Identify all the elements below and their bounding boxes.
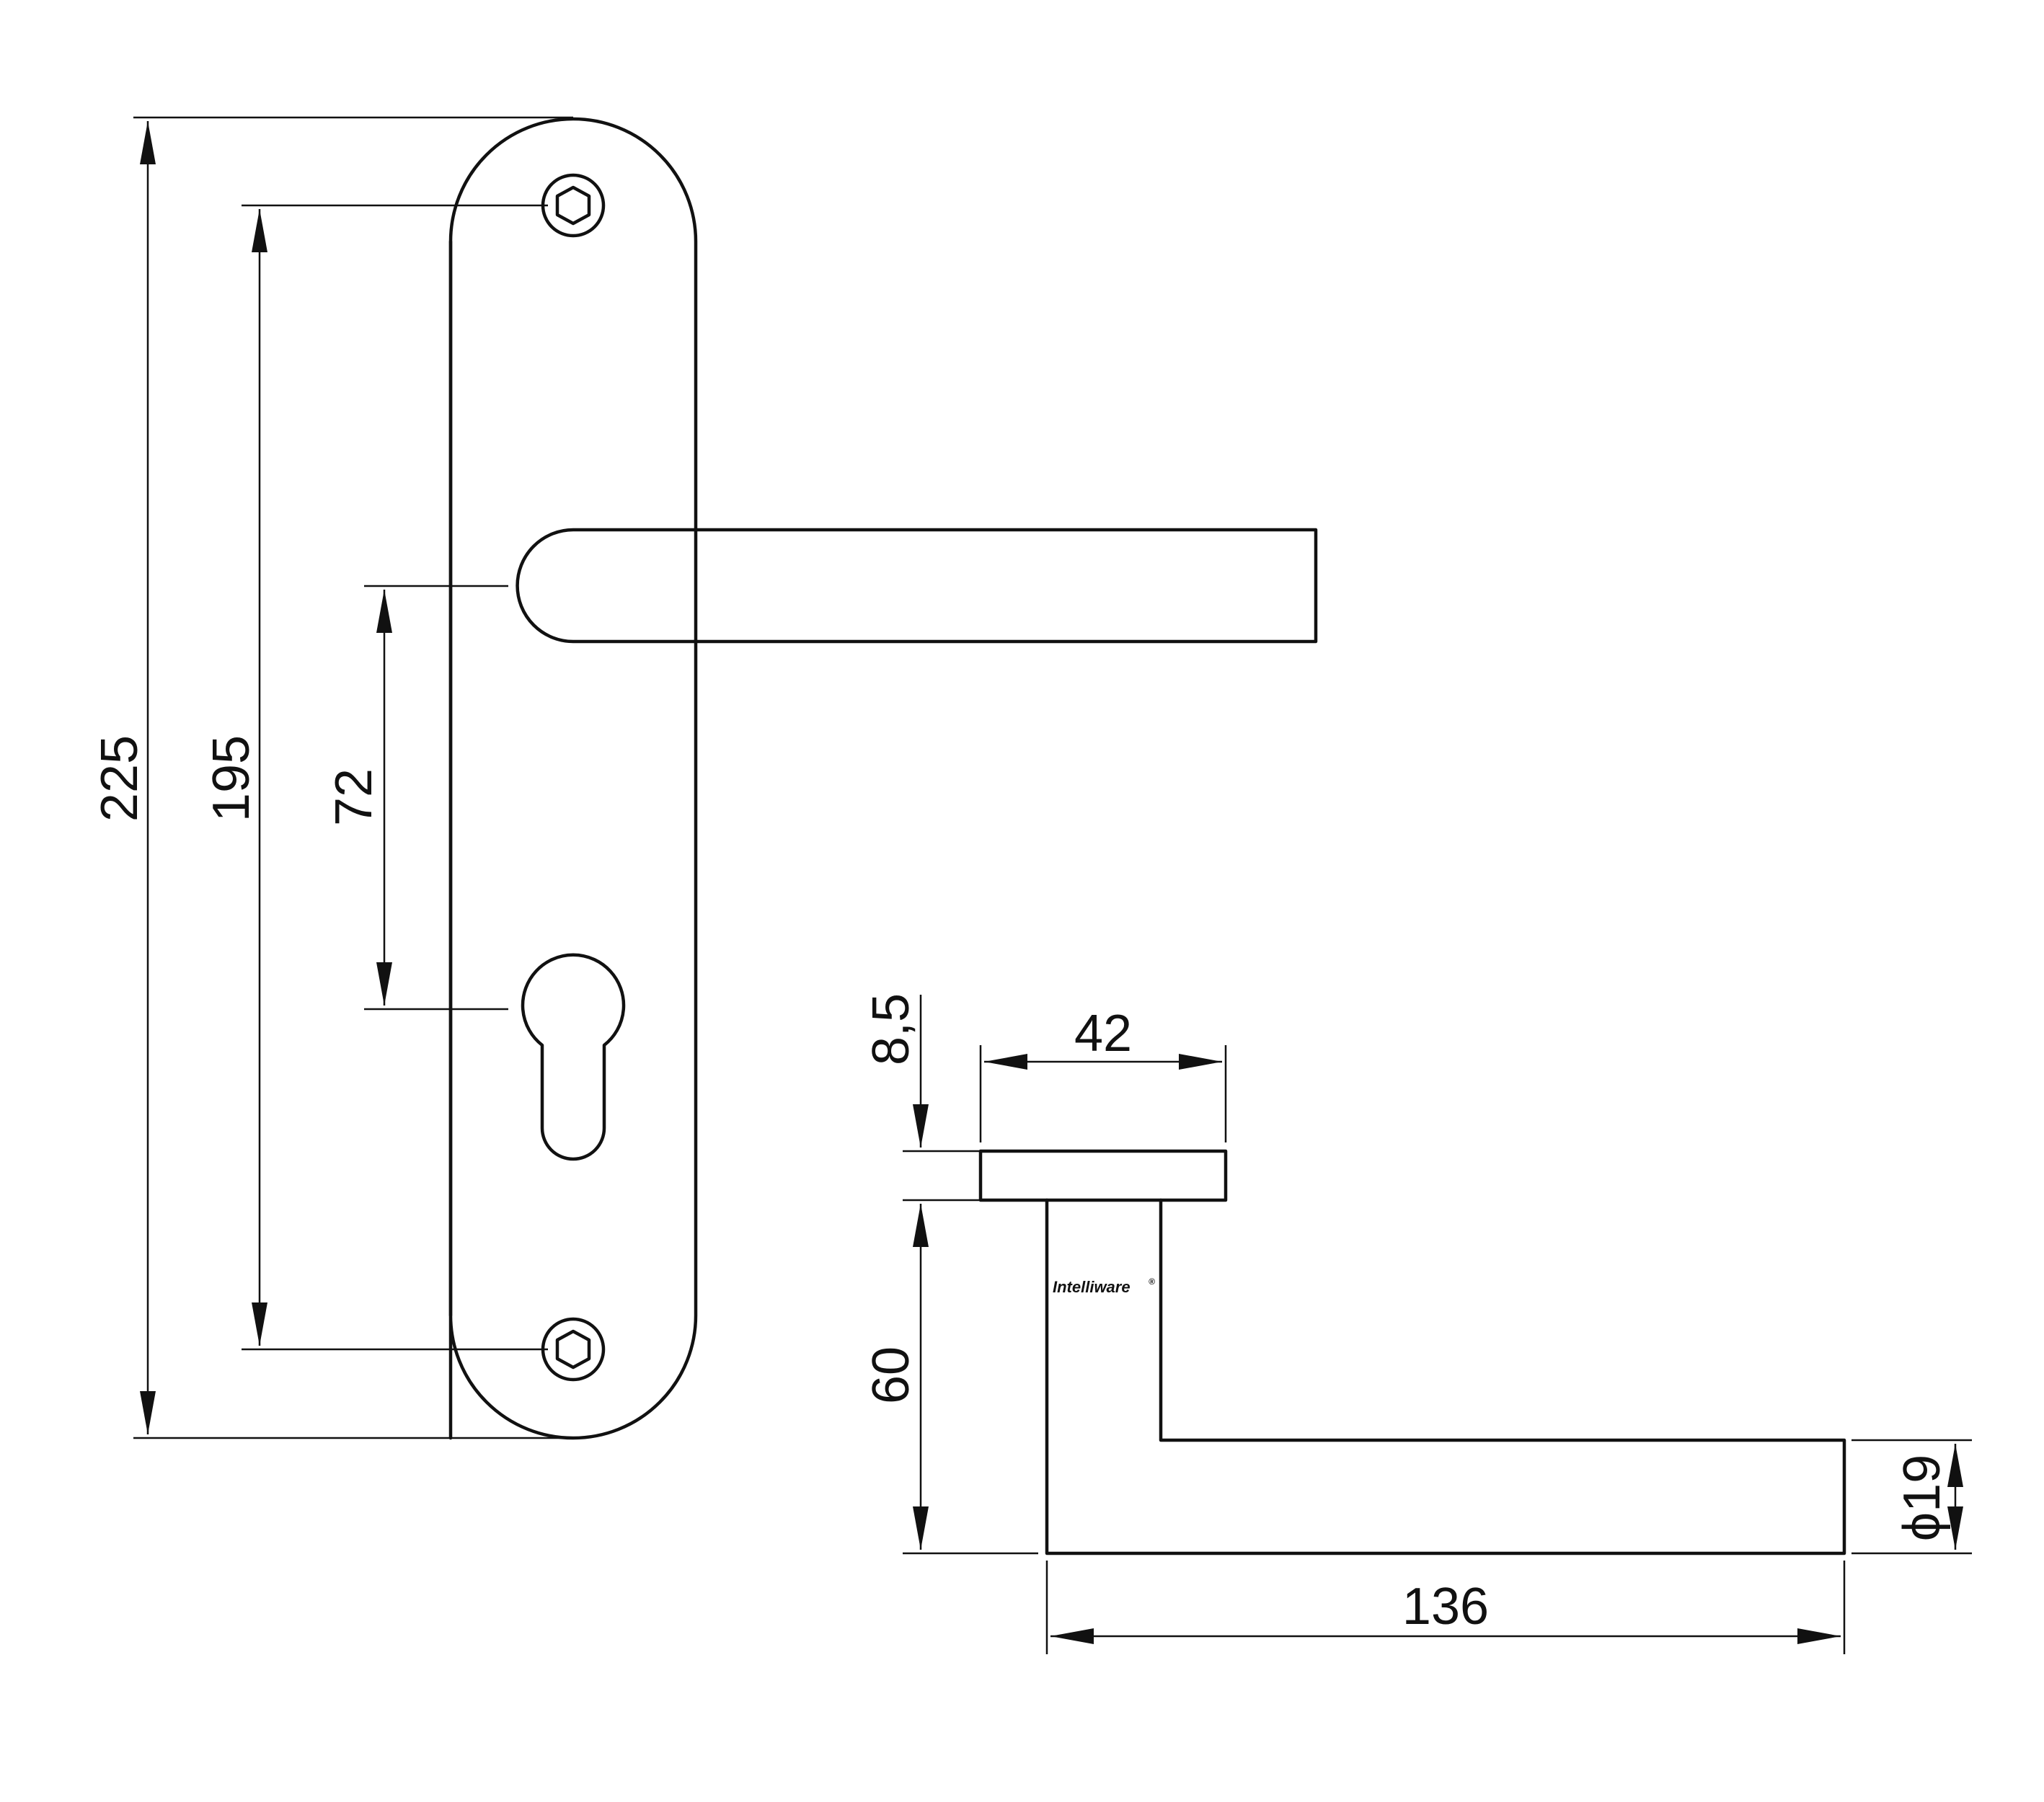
screw-spacing-label: 195 xyxy=(203,735,260,822)
rose-width-label: 42 xyxy=(1074,1005,1132,1062)
front-view xyxy=(448,117,1318,1440)
top-screw-icon xyxy=(541,173,606,238)
dimension-rose-width: 42 xyxy=(979,1005,1227,1142)
rose xyxy=(978,1149,1228,1202)
dimension-rose-thickness: 8,5 xyxy=(862,993,981,1550)
dimension-handle-diameter: ϕ19 xyxy=(1851,1439,1972,1555)
handle-diameter-label: ϕ19 xyxy=(1893,1455,1951,1541)
dimension-handle-to-cylinder: 72 xyxy=(325,585,508,1011)
handle-to-cylinder-label: 72 xyxy=(325,768,383,826)
lever-handle-side xyxy=(1045,1198,1846,1555)
handle-projection-label: 60 xyxy=(862,1346,920,1404)
bottom-screw-icon xyxy=(541,1317,606,1382)
plate-height-label: 225 xyxy=(91,735,149,822)
svg-text:Intelliware: Intelliware xyxy=(1053,1278,1131,1296)
dimension-handle-length: 136 xyxy=(1045,1561,1846,1654)
lever-handle-front xyxy=(516,528,1318,644)
brand-logo: Intelliware ® xyxy=(1053,1277,1155,1296)
dimension-plate-height: 225 xyxy=(91,116,573,1439)
svg-text:®: ® xyxy=(1149,1277,1155,1287)
dimension-screw-spacing: 195 xyxy=(203,204,548,1351)
back-plate-outline xyxy=(448,117,698,1440)
side-view: Intelliware ® xyxy=(978,1149,1846,1555)
dimension-handle-projection: 60 xyxy=(862,1346,1038,1555)
rose-thickness-label: 8,5 xyxy=(862,993,920,1065)
handle-length-label: 136 xyxy=(1402,1578,1489,1635)
cylinder-keyhole xyxy=(521,953,626,1161)
